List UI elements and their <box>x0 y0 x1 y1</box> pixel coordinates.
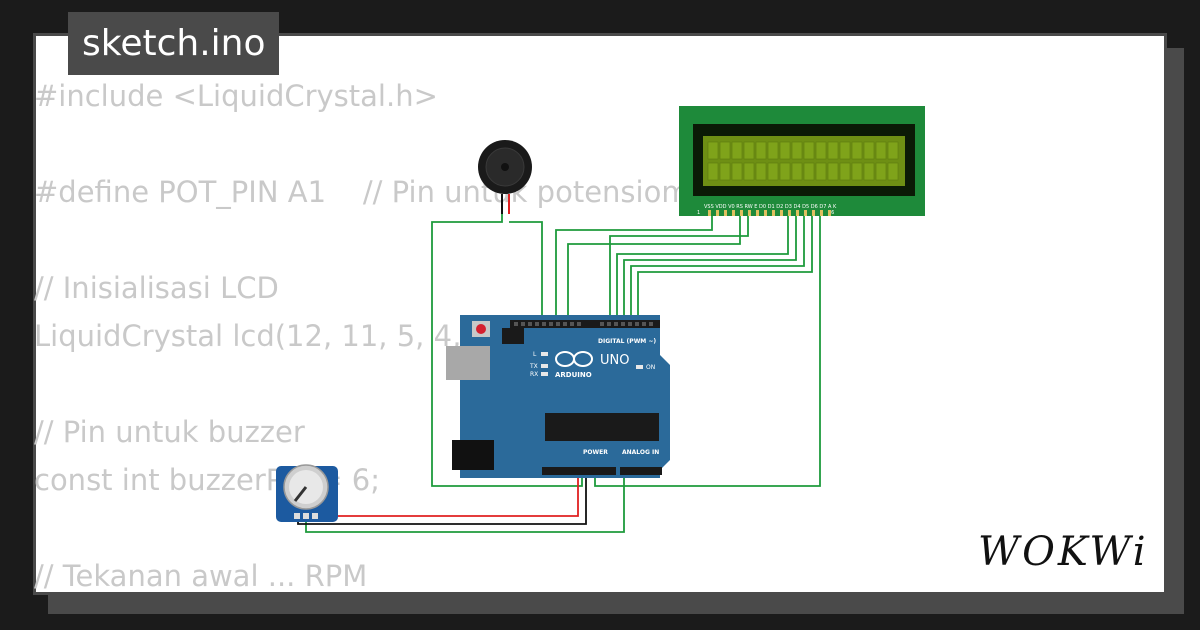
code-line: // Tekanan awal ... RPM <box>34 559 368 593</box>
code-line: // Pin untuk buzzer <box>34 415 305 449</box>
icsp-header <box>502 328 524 344</box>
lcd-pin-labels: VSS VDD V0 RS RW E D0 D1 D2 D3 D4 D5 D6 … <box>704 204 837 210</box>
led-on <box>636 365 643 369</box>
led-label-l: L <box>533 351 537 358</box>
on-label: ON <box>646 364 655 371</box>
power-header-label: POWER <box>583 449 608 456</box>
code-line: #include <LiquidCrystal.h> <box>34 79 438 113</box>
board-model-label: UNO <box>600 353 629 368</box>
potentiometer[interactable] <box>276 464 338 522</box>
code-preview: #include <LiquidCrystal.h> #define POT_P… <box>34 72 749 600</box>
code-line: // Inisialisasi LCD <box>34 271 279 305</box>
arduino-uno[interactable]: DIGITAL (PWM ~) UNO ARDUINO L TX RX ON P… <box>446 315 670 478</box>
digital-header <box>510 320 660 328</box>
arduino-infinity-logo <box>555 351 593 367</box>
wokwi-logo: WOKWi <box>978 529 1149 575</box>
lcd-module[interactable]: VSS VDD V0 RS RW E D0 D1 D2 D3 D4 D5 D6 … <box>679 106 925 216</box>
led-label-rx: RX <box>530 371 538 378</box>
reset-button[interactable] <box>476 324 486 334</box>
microcontroller-chip <box>545 413 659 441</box>
digital-header-label: DIGITAL (PWM ~) <box>598 338 656 345</box>
filename-tab[interactable]: sketch.ino <box>68 12 280 75</box>
preview-card <box>33 33 1167 595</box>
buzzer[interactable] <box>478 140 532 214</box>
lcd-pin-first: 1 <box>697 210 700 216</box>
lcd-pin-last: 16 <box>828 210 834 216</box>
power-header <box>542 467 616 475</box>
led-label-tx: TX <box>529 363 538 370</box>
code-line: #define POT_PIN A1 // Pin untuk potensio… <box>34 175 749 209</box>
power-jack <box>452 440 494 470</box>
board-brand-label: ARDUINO <box>555 371 592 379</box>
led-l <box>541 352 548 356</box>
analog-header-label: ANALOG IN <box>622 449 659 456</box>
analog-header <box>620 467 662 475</box>
usb-port <box>446 346 490 380</box>
led-rx <box>541 372 548 376</box>
led-tx <box>541 364 548 368</box>
